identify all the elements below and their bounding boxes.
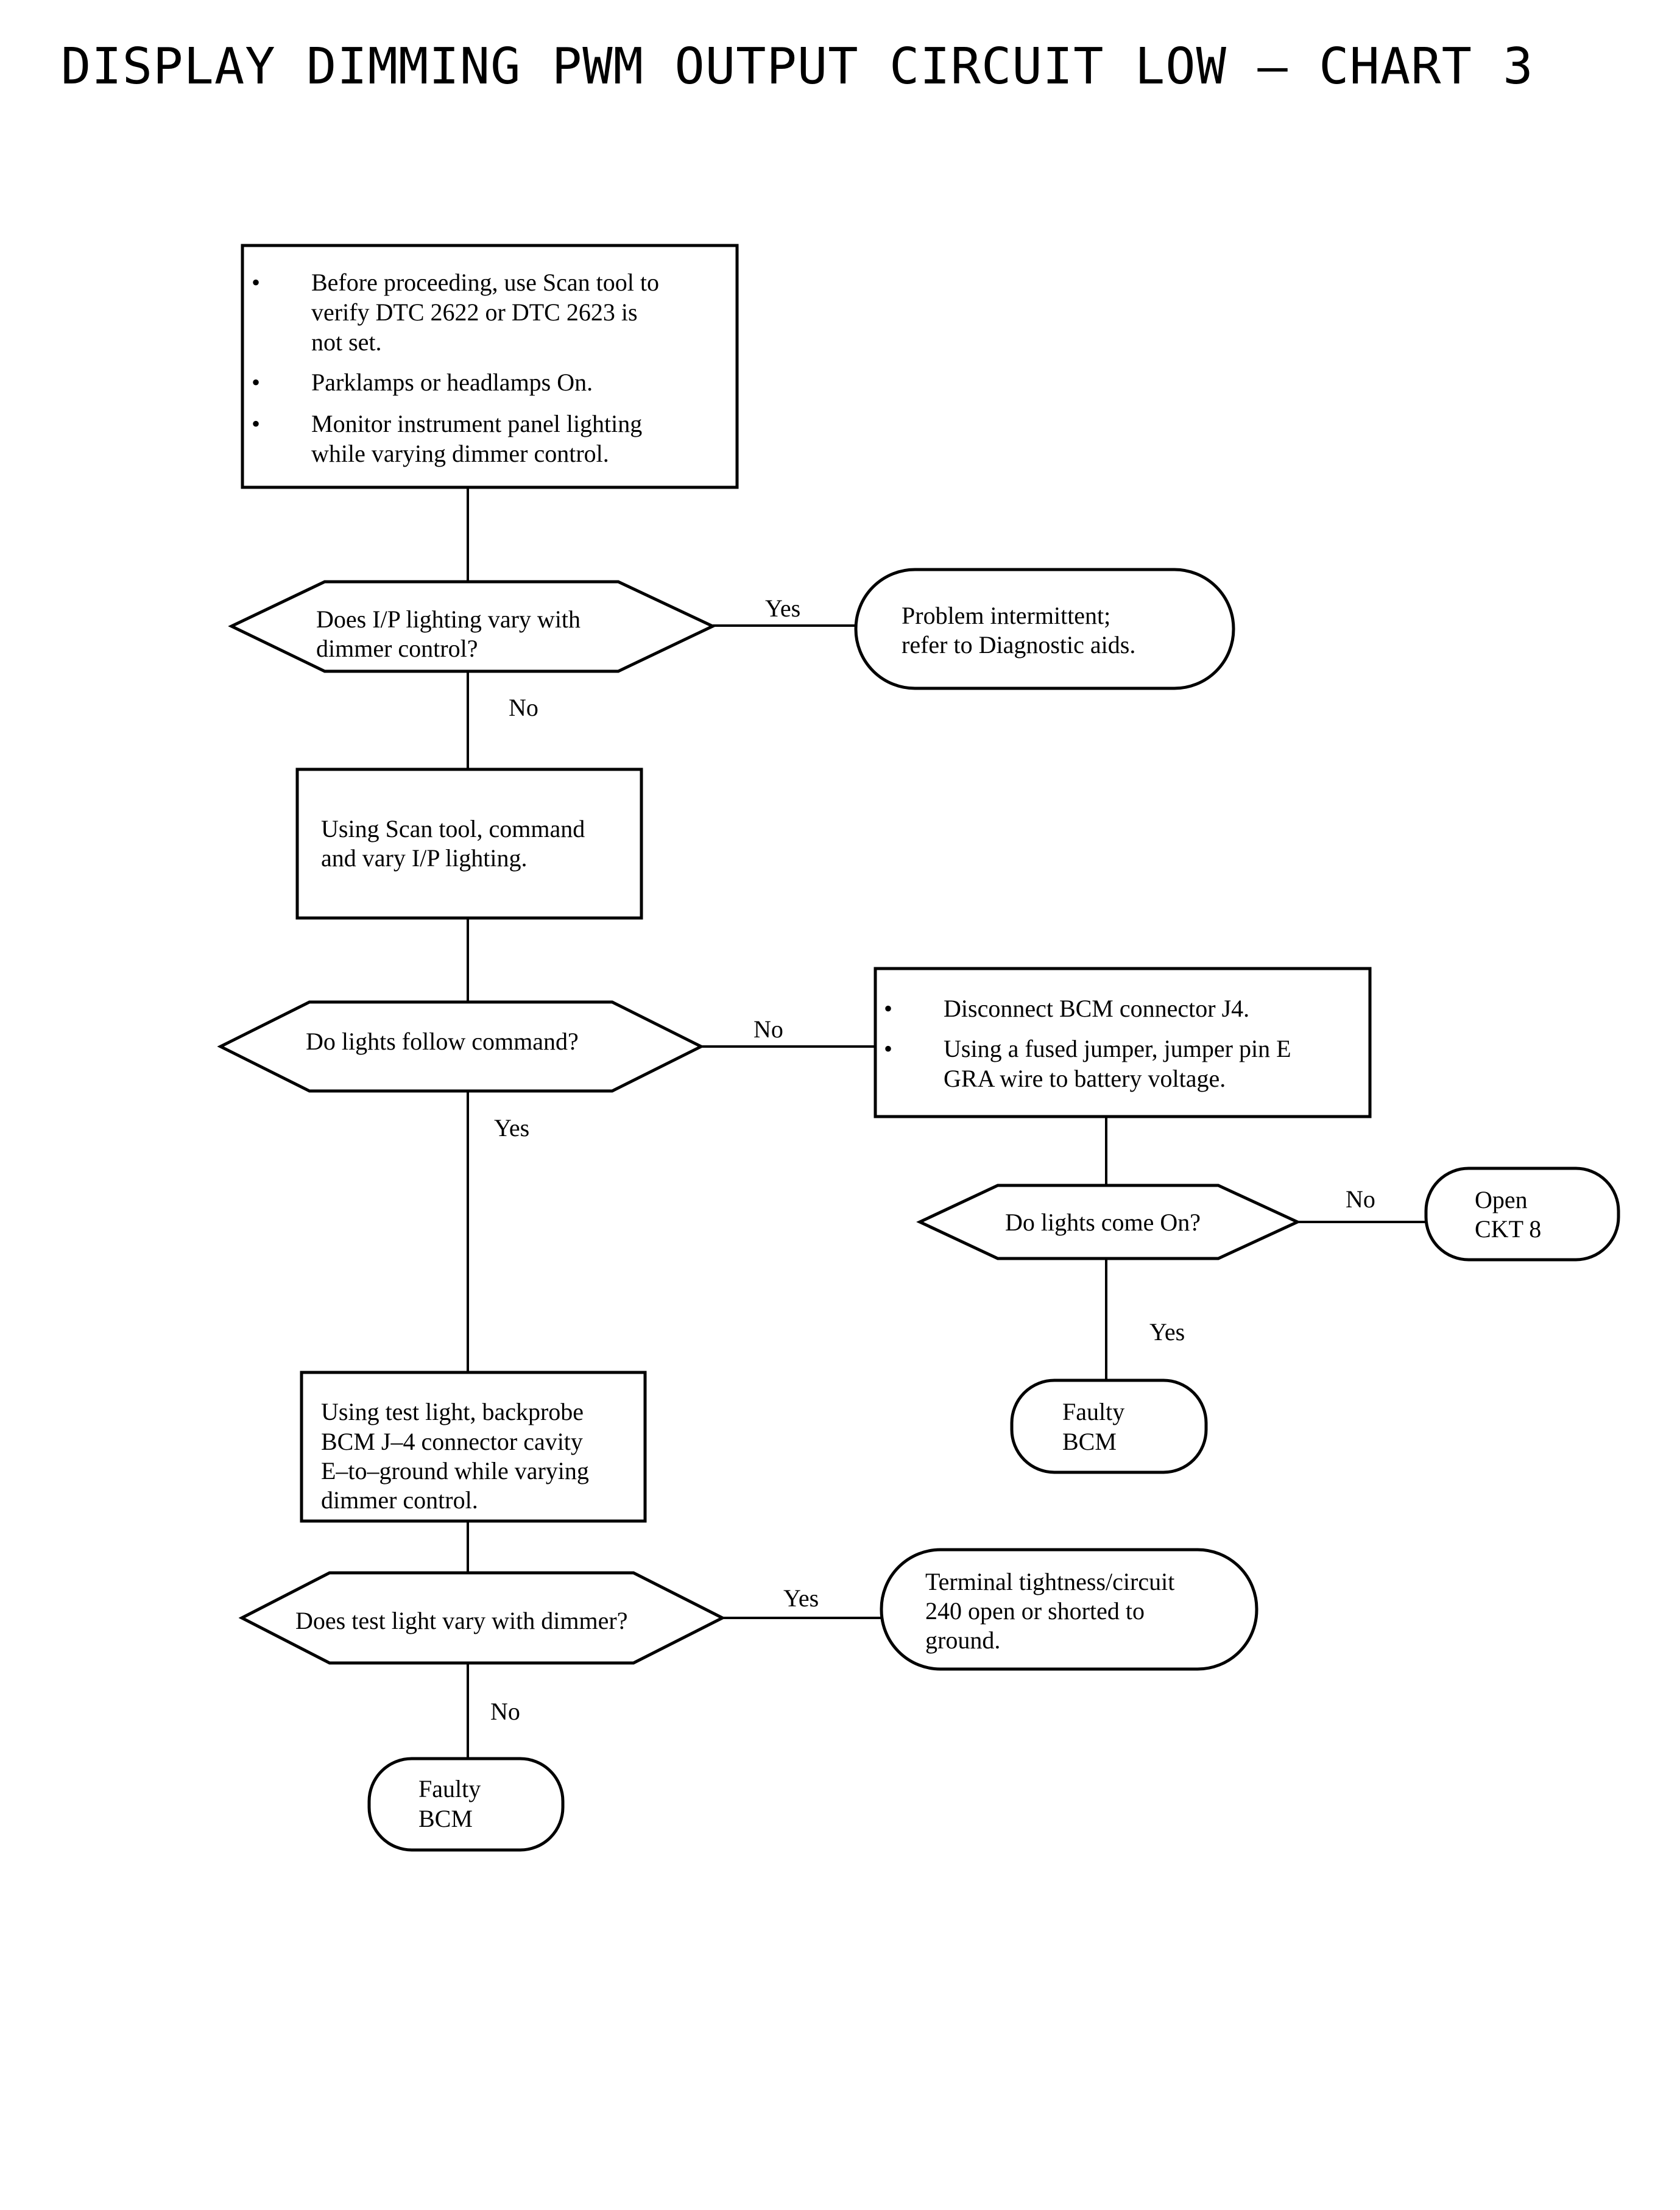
faulty2-line: Faulty: [418, 1775, 481, 1802]
edge-label-q3-yes: Yes: [1149, 1318, 1185, 1346]
scan-line: Using Scan tool, command: [321, 815, 585, 842]
testlight-line: BCM J–4 connector cavity: [321, 1428, 583, 1455]
decision-test-light-vary: Does test light vary with dimmer?: [238, 1571, 726, 1665]
q4-line: Does test light vary with dimmer?: [295, 1607, 627, 1634]
faulty2-line: BCM: [418, 1805, 473, 1832]
terminal-problem-intermittent: Problem intermittent; refer to Diagnosti…: [854, 568, 1235, 690]
edge-label-q4-no: No: [490, 1698, 520, 1725]
testlight-line: E–to–ground while varying: [321, 1457, 589, 1485]
jumper-instructions-box: • Disconnect BCM connector J4. • Using a…: [874, 967, 1372, 1118]
intermittent-line: Problem intermittent;: [902, 602, 1110, 629]
q1-line: Does I/P lighting vary with: [316, 605, 581, 633]
terminal-faulty-bcm-right: Faulty BCM: [1010, 1379, 1208, 1474]
start-bullet-3: •: [252, 410, 260, 437]
edge-label-q1-yes: Yes: [765, 595, 800, 622]
q3-line: Do lights come On?: [1005, 1209, 1201, 1236]
edge-label-q3-no: No: [1346, 1185, 1375, 1213]
start-line: Before proceeding, use Scan tool to: [311, 269, 659, 296]
scan-tool-command-box: Using Scan tool, command and vary I/P li…: [295, 768, 643, 920]
decision-lights-come-on: Do lights come On?: [916, 1184, 1301, 1260]
terminal-circuit-240-open: Terminal tightness/circuit 240 open or s…: [880, 1548, 1258, 1671]
faulty1-line: Faulty: [1062, 1398, 1124, 1425]
faulty1-line: BCM: [1062, 1428, 1117, 1455]
edge-labels: Yes No No Yes No Yes Yes No: [490, 595, 1375, 1725]
scan-line: and vary I/P lighting.: [321, 844, 527, 872]
terminal-line: Terminal tightness/circuit: [925, 1568, 1174, 1595]
start-line: verify DTC 2622 or DTC 2623 is: [311, 298, 638, 326]
start-bullet-2: •: [252, 369, 260, 396]
edge-label-q4-yes: Yes: [783, 1584, 819, 1612]
jumper-line: Disconnect BCM connector J4.: [944, 995, 1249, 1022]
testlight-line: Using test light, backprobe: [321, 1398, 584, 1425]
intermittent-line: refer to Diagnostic aids.: [902, 631, 1135, 658]
open-line: Open: [1475, 1186, 1528, 1213]
start-line: while varying dimmer control.: [311, 440, 609, 467]
terminal-open-ckt-8: Open CKT 8: [1424, 1167, 1620, 1262]
edge-label-q2-yes: Yes: [494, 1114, 529, 1142]
start-checklist-box: • Before proceeding, use Scan tool to ve…: [241, 244, 739, 489]
start-line: Monitor instrument panel lighting: [311, 410, 642, 437]
jumper-bullet-2: •: [884, 1035, 892, 1062]
edge-label-q2-no: No: [754, 1015, 783, 1043]
q2-line: Do lights follow command?: [306, 1028, 579, 1055]
jumper-line: GRA wire to battery voltage.: [944, 1065, 1226, 1092]
jumper-bullet-1: •: [884, 995, 892, 1022]
start-line: Parklamps or headlamps On.: [311, 369, 593, 396]
chart-title: DISPLAY DIMMING PWM OUTPUT CIRCUIT LOW –…: [61, 38, 1534, 96]
edge-label-q1-no: No: [509, 694, 538, 721]
terminal-line: 240 open or shorted to: [925, 1597, 1145, 1625]
decision-ip-lighting-vary: Does I/P lighting vary with dimmer contr…: [228, 580, 716, 673]
start-line: not set.: [311, 328, 382, 356]
testlight-line: dimmer control.: [321, 1486, 478, 1514]
q1-line: dimmer control?: [316, 635, 478, 662]
terminal-line: ground.: [925, 1626, 1000, 1654]
test-light-backprobe-box: Using test light, backprobe BCM J–4 conn…: [300, 1371, 647, 1523]
open-line: CKT 8: [1475, 1215, 1541, 1243]
decision-lights-follow-command: Do lights follow command?: [217, 1000, 705, 1093]
start-bullet-1: •: [252, 269, 260, 296]
jumper-line: Using a fused jumper, jumper pin E: [944, 1035, 1291, 1062]
connectors: [467, 487, 1426, 1759]
terminal-faulty-bcm-bottom: Faulty BCM: [367, 1757, 565, 1852]
